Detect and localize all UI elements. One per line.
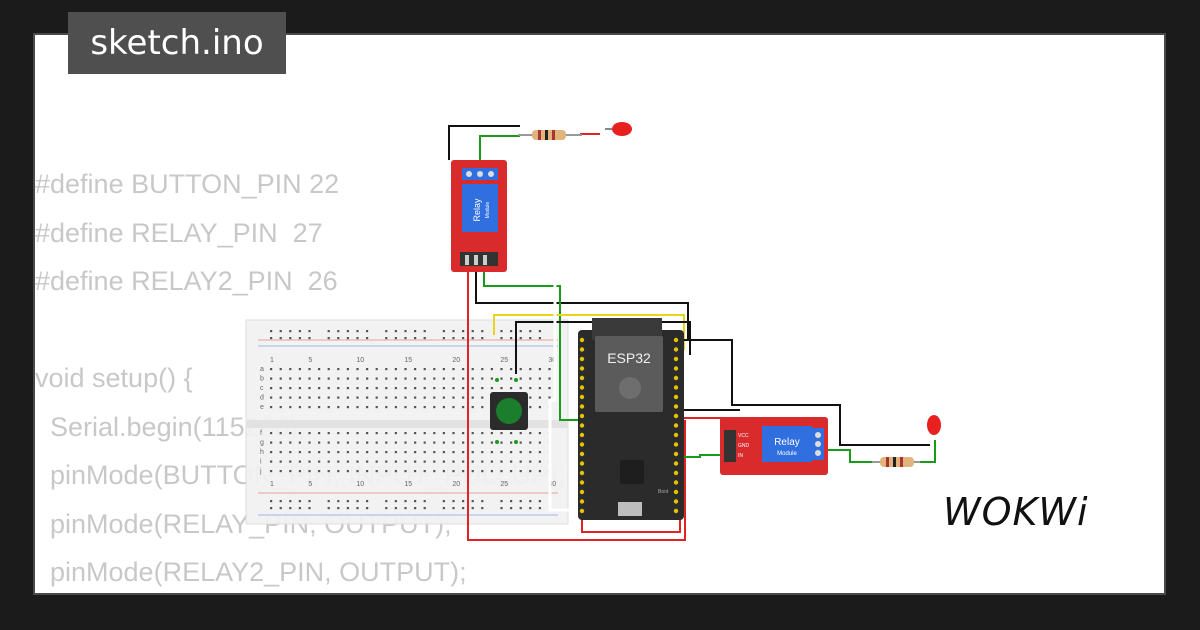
breadboard-column-label: 1: [270, 481, 274, 488]
breadboard-row-label: f: [260, 430, 262, 437]
esp32-board[interactable]: ESP32 Boot: [578, 318, 684, 520]
breadboard-column-label: 10: [356, 481, 364, 488]
push-button[interactable]: [490, 378, 528, 444]
breadboard-column-label: 20: [452, 357, 460, 364]
relay-top-label: Relay: [472, 198, 482, 222]
breadboard-column-label: 30: [548, 357, 556, 364]
esp32-label: ESP32: [607, 350, 651, 366]
breadboard-column-label: 1: [270, 357, 274, 364]
relay-module-top[interactable]: Relay Module: [451, 160, 507, 272]
code-line: void setup() {: [35, 363, 193, 393]
breadboard-row-label: e: [260, 404, 264, 411]
breadboard-row-label: i: [260, 459, 262, 466]
file-tab[interactable]: sketch.ino: [68, 12, 286, 74]
breadboard-row-label: c: [260, 385, 264, 392]
breadboard-column-label: 5: [308, 481, 312, 488]
breadboard-row-label: a: [260, 366, 264, 373]
breadboard-column-label: 5: [308, 357, 312, 364]
breadboard-row-label: h: [260, 449, 264, 456]
breadboard-column-label: 30: [548, 481, 556, 488]
relay-pin-in: IN: [738, 453, 743, 459]
breadboard-row-label: j: [259, 468, 262, 475]
breadboard-column-label: 20: [452, 481, 460, 488]
resistor-top[interactable]: [518, 130, 582, 140]
breadboard-column-label: 25: [500, 481, 508, 488]
breadboard-column-label: 15: [404, 481, 412, 488]
breadboard-column-label: 10: [356, 357, 364, 364]
relay-right-label: Relay: [774, 437, 800, 448]
relay-right-sublabel: Module: [777, 451, 797, 457]
relay-pin-vcc: VCC: [738, 433, 749, 439]
relay-top-sublabel: Module: [485, 202, 491, 219]
code-line: #define BUTTON_PIN 22: [35, 169, 340, 199]
breadboard-column-label: 15: [404, 357, 412, 364]
breadboard-column-label: 25: [500, 357, 508, 364]
led-right[interactable]: [927, 415, 941, 435]
esp32-pins: [579, 337, 679, 514]
breadboard-row-label: b: [260, 376, 264, 383]
esp32-boot-label: Boot: [658, 489, 669, 495]
led-top[interactable]: [605, 122, 632, 136]
breadboard-row-label: g: [260, 440, 264, 447]
relay-module-right[interactable]: Relay Module VCC GND IN: [720, 417, 828, 475]
wokwi-logo: WOKWi: [943, 490, 1089, 534]
code-line: #define RELAY2_PIN 26: [35, 266, 338, 296]
code-line: #define RELAY_PIN 27: [35, 217, 323, 248]
relay-pin-gnd: GND: [738, 443, 750, 449]
resistor-right[interactable]: [872, 457, 920, 467]
wires: [448, 125, 936, 541]
breadboard-row-label: d: [260, 395, 264, 402]
code-line: pinMode(RELAY2_PIN, OUTPUT);: [35, 557, 467, 587]
